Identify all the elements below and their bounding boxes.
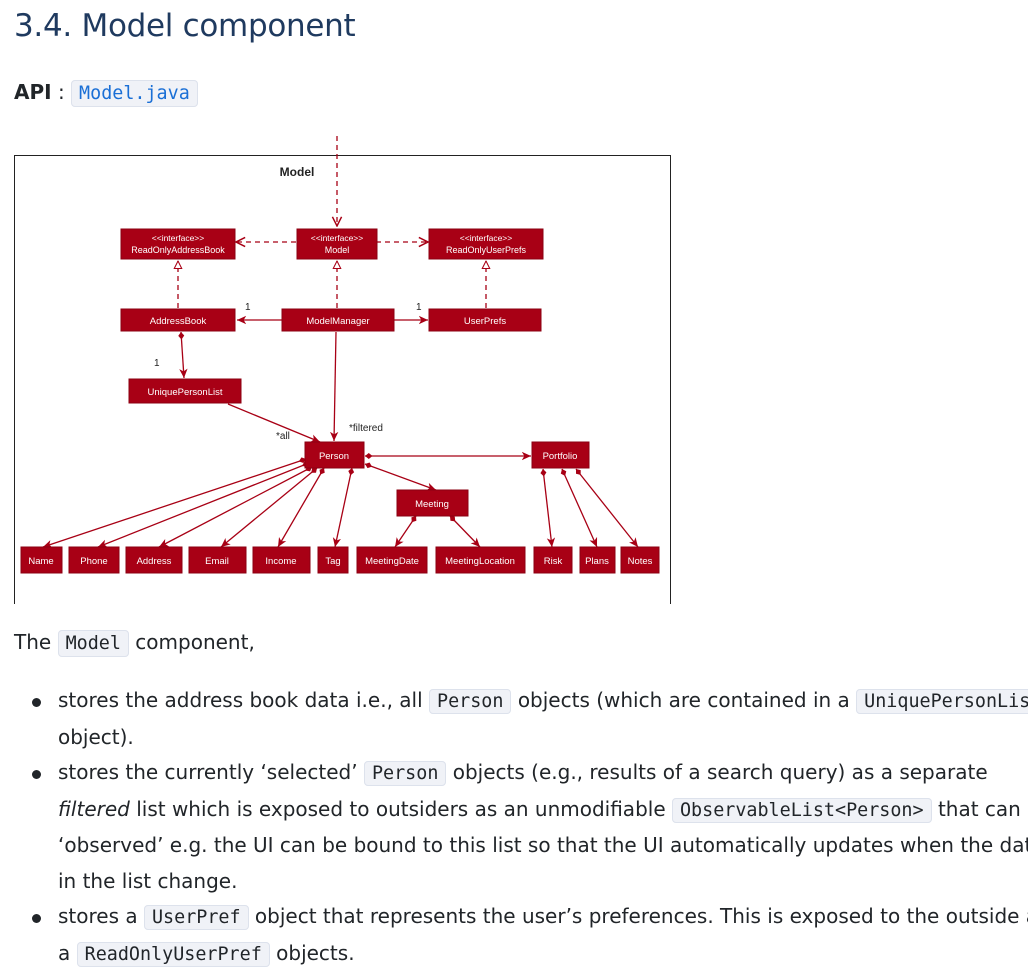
package-label: Model (280, 165, 315, 179)
class-address: Address (125, 546, 183, 574)
comp-person-tag (332, 467, 355, 548)
svg-text:Meeting: Meeting (415, 499, 449, 510)
class-meetinglocation: MeetingLocation (435, 546, 526, 574)
model-class-diagram: Model 1 1 1 *all *filtered (14, 130, 671, 605)
svg-text:Risk: Risk (544, 556, 563, 567)
svg-text:<<interface>>: <<interface>> (152, 233, 204, 243)
class-risk: Risk (533, 546, 573, 574)
list-item: stores the currently ‘selected’ Person o… (32, 755, 1028, 899)
comp-person-income (277, 467, 325, 548)
svg-text:Tag: Tag (325, 556, 340, 567)
svg-text:Income: Income (265, 556, 296, 567)
svg-text:MeetingLocation: MeetingLocation (445, 556, 515, 567)
mult-userprefs: 1 (416, 302, 422, 313)
code-uniquepersonlist: UniquePersonList (856, 689, 1028, 714)
class-model-interface: <<interface>> Model (296, 228, 378, 260)
model-java-link[interactable]: Model.java (71, 80, 198, 107)
mult-filtered: *filtered (349, 423, 383, 434)
assoc-uniquepersonlist-person (227, 403, 321, 443)
code-person: Person (429, 689, 512, 714)
class-income: Income (252, 546, 311, 574)
svg-text:UserPrefs: UserPrefs (464, 316, 506, 327)
class-readonlyuserprefs: <<interface>> ReadOnlyUserPrefs (428, 228, 544, 260)
svg-text:ReadOnlyAddressBook: ReadOnlyAddressBook (131, 245, 225, 255)
api-label: API (14, 80, 52, 104)
svg-text:<<interface>>: <<interface>> (311, 233, 363, 243)
class-person: Person (304, 441, 365, 469)
comp-portfolio-notes (575, 468, 639, 548)
class-tag: Tag (317, 546, 349, 574)
class-portfolio: Portfolio (531, 441, 590, 469)
svg-text:Phone: Phone (80, 556, 107, 567)
class-email: Email (188, 546, 247, 574)
class-readonlyaddressbook: <<interface>> ReadOnlyAddressBook (120, 228, 236, 260)
svg-text:Notes: Notes (628, 556, 653, 567)
api-line: API : Model.java (14, 80, 198, 107)
emphasis-filtered: filtered (58, 796, 130, 821)
assoc-person-meeting (364, 462, 437, 491)
code-readonlyuserpref: ReadOnlyUserPref (76, 941, 270, 967)
class-phone: Phone (68, 546, 120, 574)
list-item: stores a UserPref object that represents… (32, 899, 1028, 972)
code-model: Model (57, 630, 129, 657)
svg-text:Plans: Plans (585, 556, 609, 567)
code-userpref: UserPref (143, 905, 249, 930)
package-frame (14, 155, 671, 604)
comp-portfolio-risk (540, 468, 556, 548)
api-separator: : (57, 80, 65, 104)
comp-meeting-date (394, 515, 417, 548)
page-title: 3.4. Model component (14, 8, 356, 44)
svg-text:ReadOnlyUserPrefs: ReadOnlyUserPrefs (446, 245, 527, 255)
comp-portfolio-plans (560, 468, 598, 548)
class-modelmanager: ModelManager (281, 308, 395, 332)
svg-text:Address: Address (137, 556, 172, 567)
class-meeting: Meeting (396, 489, 469, 517)
comp-addressbook-uniquepersonlist (178, 331, 188, 379)
svg-text:Name: Name (28, 556, 53, 567)
assoc-modelmanager-person (330, 331, 339, 442)
svg-text:Portfolio: Portfolio (543, 451, 578, 462)
intro-paragraph: The Model component, (14, 630, 255, 657)
mult-all: *all (276, 431, 290, 442)
class-plans: Plans (579, 546, 616, 574)
diagram-canvas: Model 1 1 1 *all *filtered (14, 136, 671, 604)
class-addressbook: AddressBook (120, 308, 236, 332)
comp-person-phone (97, 461, 310, 548)
svg-text:Email: Email (205, 556, 229, 567)
svg-text:AddressBook: AddressBook (150, 316, 207, 327)
svg-text:Person: Person (319, 451, 349, 462)
svg-text:<<interface>>: <<interface>> (460, 233, 512, 243)
svg-text:MeetingDate: MeetingDate (365, 556, 419, 567)
list-item: stores the address book data i.e., all P… (32, 683, 1028, 755)
class-name: Name (20, 546, 63, 574)
mult-addressbook: 1 (245, 302, 251, 313)
svg-text:Model: Model (325, 245, 350, 255)
class-uniquepersonlist: UniquePersonList (128, 378, 242, 404)
class-userprefs: UserPrefs (428, 308, 542, 332)
class-meetingdate: MeetingDate (356, 546, 428, 574)
mult-uniquepersonlist: 1 (154, 358, 160, 369)
comp-person-name (42, 457, 307, 549)
svg-text:ModelManager: ModelManager (306, 316, 369, 327)
code-person: Person (363, 761, 447, 786)
responsibility-list: stores the address book data i.e., all P… (14, 683, 1028, 972)
svg-text:UniquePersonList: UniquePersonList (148, 387, 223, 398)
class-notes: Notes (620, 546, 660, 574)
code-observablelist: ObservableList<Person> (671, 797, 932, 823)
comp-meeting-location (449, 515, 481, 548)
